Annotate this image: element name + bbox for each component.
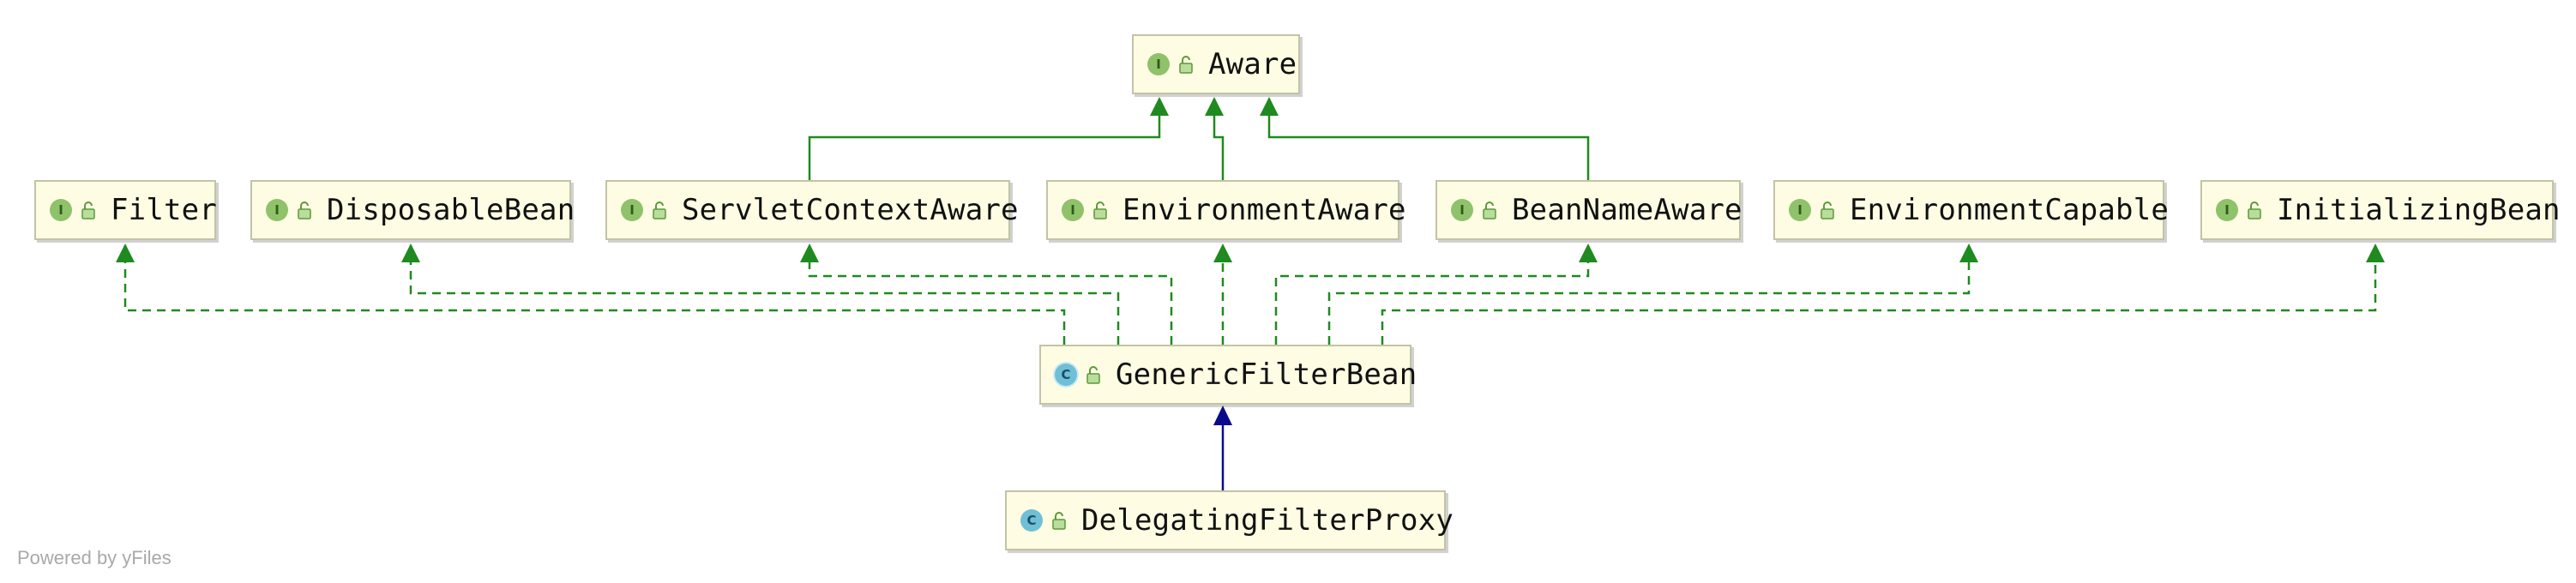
public-lock-icon: [1050, 509, 1068, 532]
node-label: ServletContextAware: [682, 193, 1019, 227]
interface-icon: I: [1451, 199, 1473, 221]
edge-beannameaware-to-aware: [1267, 99, 1590, 180]
node-label: EnvironmentCapable: [1850, 193, 2170, 227]
public-lock-icon: [651, 199, 668, 221]
node-initializing-bean[interactable]: I InitializingBean: [2200, 180, 2561, 240]
node-label: GenericFilterBean: [1116, 358, 1417, 392]
public-lock-icon: [80, 199, 97, 221]
node-environment-aware[interactable]: I EnvironmentAware: [1046, 180, 1406, 240]
public-lock-icon: [1092, 199, 1109, 221]
node-servlet-context-aware[interactable]: I ServletContextAware: [605, 180, 1019, 240]
edge-genericfilterbean-to-disposablebean: [409, 248, 1120, 345]
node-label: InitializingBean: [2277, 193, 2561, 227]
public-lock-icon: [1177, 53, 1195, 75]
edge-servletcontextaware-to-aware: [808, 99, 1161, 180]
node-label: BeanNameAware: [1512, 193, 1742, 227]
abstract-class-icon: C: [1055, 364, 1077, 386]
extends-edges: [808, 99, 1590, 180]
watermark: Powered by yFiles: [17, 547, 172, 568]
interface-icon: I: [50, 199, 72, 221]
edge-genericfilterbean-to-environmentcapable: [1327, 248, 1971, 345]
node-aware[interactable]: I Aware: [1132, 34, 1300, 94]
implements-arrowheads: [116, 243, 2385, 262]
edge-genericfilterbean-to-filter: [123, 248, 1066, 345]
class-icon: C: [1020, 509, 1043, 532]
node-delegating-filter-proxy[interactable]: C DelegatingFilterProxy: [1005, 490, 1454, 550]
public-lock-icon: [1819, 199, 1836, 221]
node-label: DelegatingFilterProxy: [1081, 503, 1454, 538]
node-label: DisposableBean: [327, 193, 575, 227]
edge-genericfilterbean-to-servletcontextaware: [808, 248, 1173, 345]
node-filter[interactable]: I Filter: [34, 180, 218, 240]
node-label: EnvironmentAware: [1122, 193, 1406, 227]
extends-arrowheads: [1150, 97, 1279, 116]
node-generic-filter-bean[interactable]: C GenericFilterBean: [1039, 345, 1417, 405]
node-environment-capable[interactable]: I EnvironmentCapable: [1773, 180, 2169, 240]
interface-icon: I: [1147, 53, 1170, 75]
edge-genericfilterbean-to-beannameaware: [1274, 248, 1590, 345]
interface-icon: I: [1062, 199, 1084, 221]
public-lock-icon: [1085, 364, 1102, 386]
public-lock-icon: [1481, 199, 1498, 221]
node-disposable-bean[interactable]: I DisposableBean: [250, 180, 575, 240]
edge-genericfilterbean-to-initializingbean: [1381, 248, 2377, 345]
edge-environmentaware-to-aware: [1213, 99, 1225, 180]
node-label: Aware: [1208, 47, 1297, 81]
public-lock-icon: [2246, 199, 2263, 221]
implements-edges: [123, 248, 2377, 345]
interface-icon: I: [1789, 199, 1811, 221]
extends-class-arrowhead: [1213, 406, 1232, 425]
interface-icon: I: [266, 199, 288, 221]
public-lock-icon: [296, 199, 313, 221]
interface-icon: I: [2216, 199, 2238, 221]
interface-icon: I: [621, 199, 643, 221]
node-label: Filter: [111, 193, 218, 227]
node-bean-name-aware[interactable]: I BeanNameAware: [1435, 180, 1742, 240]
